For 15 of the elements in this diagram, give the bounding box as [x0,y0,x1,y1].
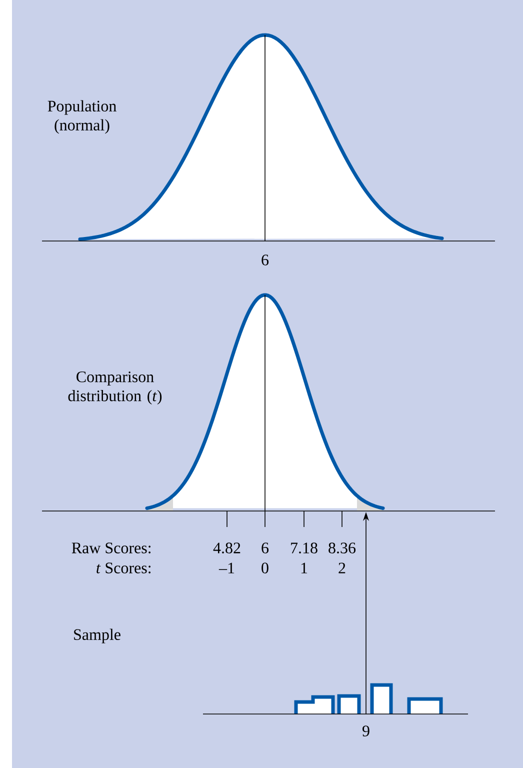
curve-label: Sample [74,628,120,644]
axis-value: 2 [338,562,346,574]
axis-value: 9 [362,726,370,736]
axis-value: 8.36 [328,542,356,554]
row-label: t Scores: [96,562,150,574]
axis-value: –1 [218,562,234,574]
curve-label: Population (normal) [48,100,116,134]
axis-value: 6 [262,254,269,266]
row-label: Raw Scores: [72,542,150,554]
axis-value: 6 [262,542,269,554]
axis-value: 7.18 [291,542,318,554]
axis-value: 0 [262,562,268,574]
axis-value: 1 [301,562,308,574]
axis-value: 4.82 [213,542,240,554]
curve-label: Comparison distribution (t) [68,372,162,404]
